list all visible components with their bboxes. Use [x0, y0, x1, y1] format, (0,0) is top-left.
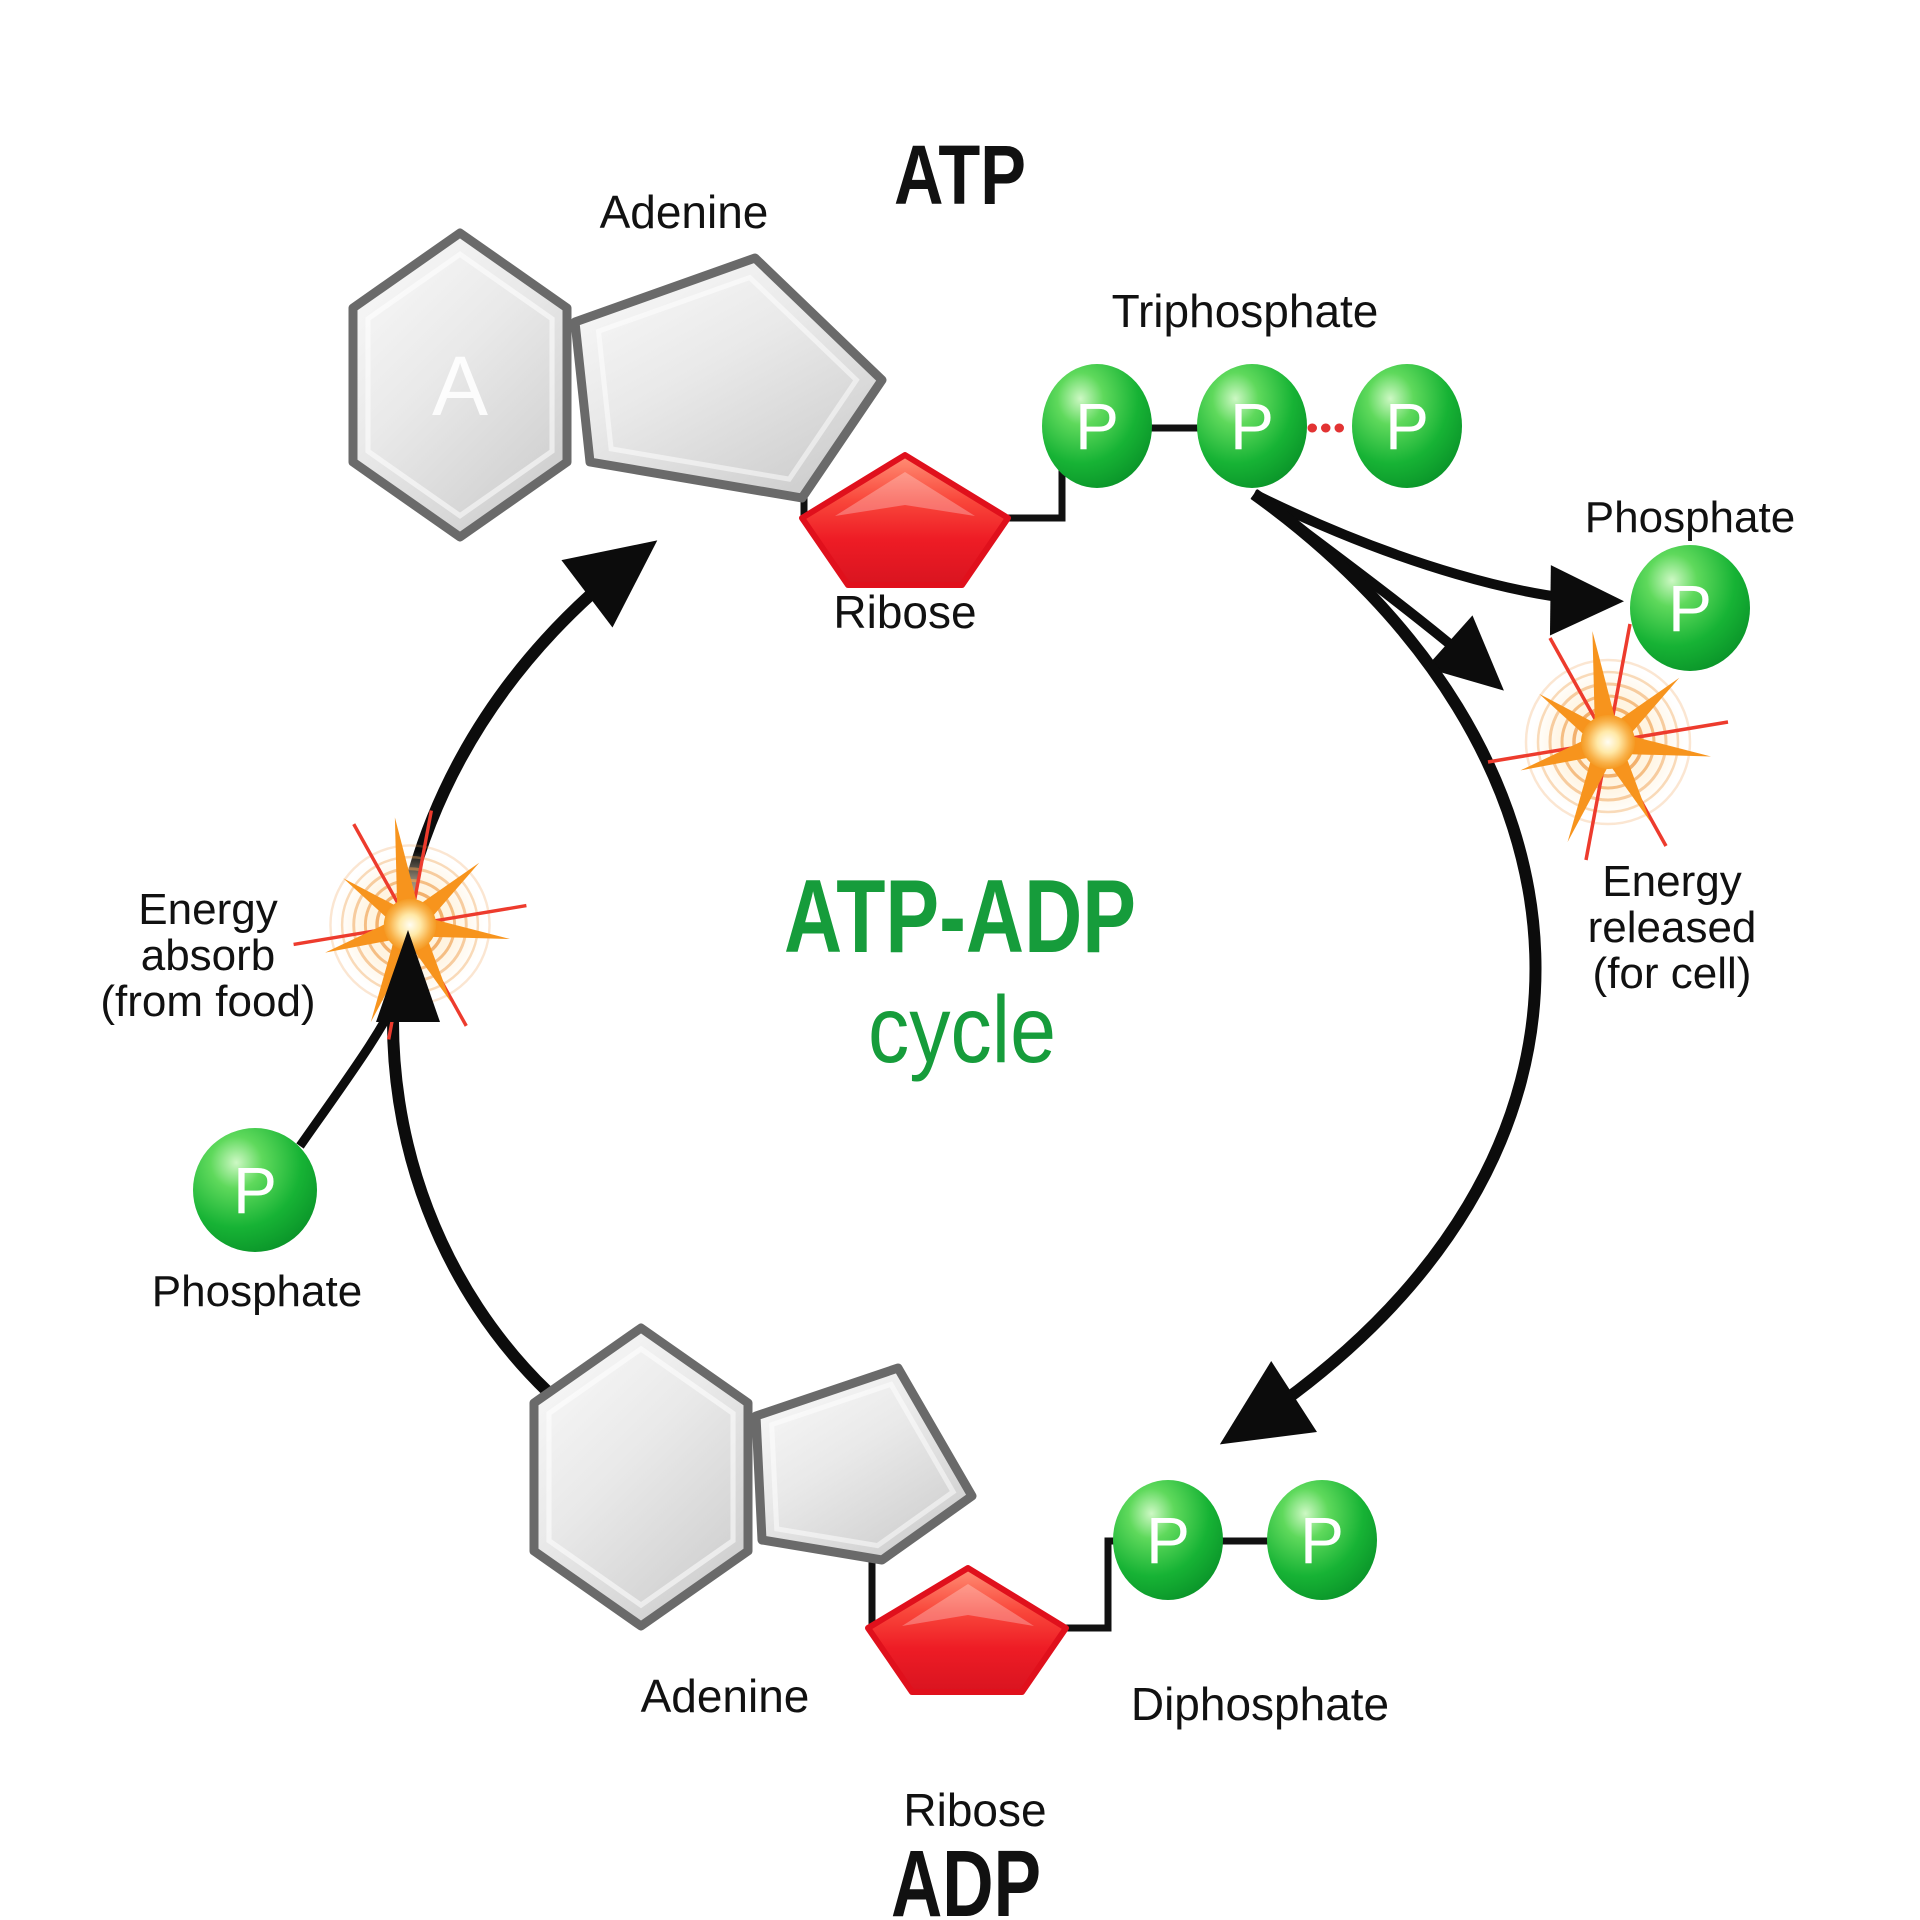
adenine-top-label: Adenine [600, 186, 769, 238]
phosphate-sphere: P [1197, 364, 1307, 488]
ribose-top [799, 452, 1011, 588]
adp-molecule: P P [529, 1323, 1377, 1695]
ribose-top-label: Ribose [833, 586, 976, 638]
arrow-to-phosphate [1251, 489, 1624, 636]
p-symbol: P [1300, 1503, 1344, 1577]
adenine-bottom-label: Adenine [641, 1670, 810, 1722]
p-symbol: P [1075, 389, 1119, 463]
atp-title: ATP [894, 128, 1026, 222]
phosphate-sphere: P [1267, 1480, 1377, 1600]
p-symbol: P [1146, 1503, 1190, 1577]
diphosphate-label: Diphosphate [1131, 1678, 1389, 1730]
phosphate-left-label: Phosphate [152, 1267, 362, 1316]
released-phosphate: P [1630, 545, 1750, 671]
energy-released-label: Energy released (for cell) [1588, 857, 1757, 998]
phosphate-sphere: P [1113, 1480, 1223, 1600]
triphosphate-label: Triphosphate [1112, 285, 1379, 337]
bond-ribose-p1 [1066, 1537, 1114, 1632]
svg-text:released: released [1588, 903, 1757, 952]
svg-text:(from food): (from food) [100, 977, 315, 1026]
diphosphate-group: P P [1113, 1480, 1377, 1600]
arrowhead-up-icon [376, 930, 440, 1022]
svg-text:Energy: Energy [138, 885, 277, 934]
triphosphate-group: P P P [1042, 364, 1462, 488]
p-symbol: P [1668, 571, 1712, 645]
adenine-structure-top: A [348, 228, 887, 542]
arrow-atp-to-adp [1219, 489, 1542, 1445]
adp-title: ADP [891, 1831, 1041, 1920]
atp-molecule: A P P P [348, 228, 1462, 588]
phosphate-sphere: P [1352, 364, 1462, 488]
svg-text:absorb: absorb [141, 931, 276, 980]
center-title: ATP-ADP cycle [784, 859, 1136, 1083]
adenine-letter: A [432, 339, 488, 433]
adenine-structure-bottom [529, 1323, 977, 1631]
absorbed-phosphate: P [193, 1128, 317, 1252]
ribose-bottom [865, 1565, 1069, 1695]
svg-text:Energy: Energy [1602, 857, 1741, 906]
p-symbol: P [1230, 389, 1274, 463]
center-title-line2: cycle [868, 977, 1056, 1083]
energy-absorb-label: Energy absorb (from food) [100, 885, 315, 1026]
center-title-line1: ATP-ADP [784, 859, 1136, 975]
phosphate-right-label: Phosphate [1585, 493, 1795, 542]
phosphate-sphere: P [1042, 364, 1152, 488]
p-symbol: P [233, 1153, 277, 1227]
ribose-bottom-label: Ribose [903, 1784, 1046, 1836]
svg-text:(for cell): (for cell) [1593, 949, 1752, 998]
p-symbol: P [1385, 389, 1429, 463]
